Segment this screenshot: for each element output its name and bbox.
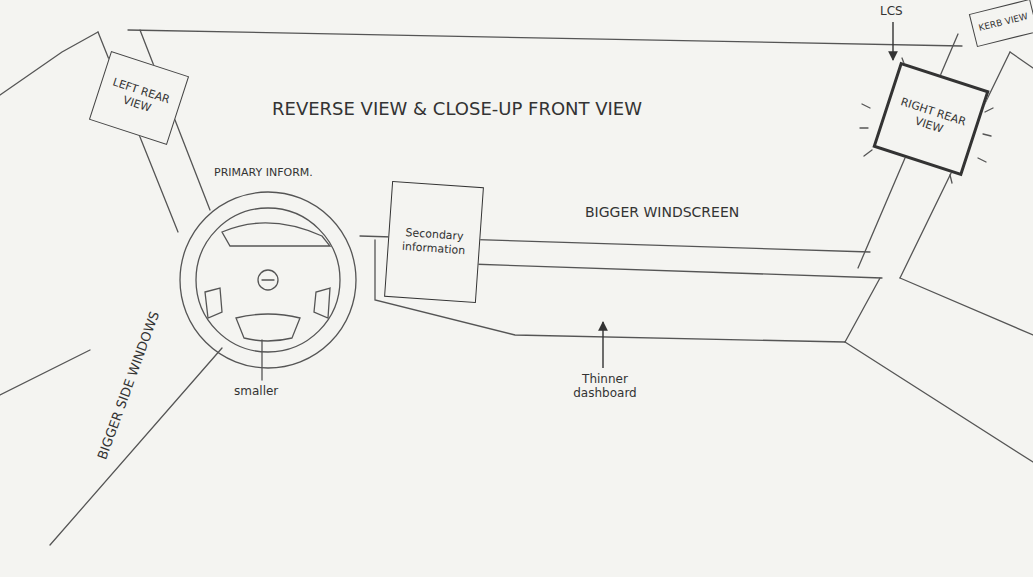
node-text: LEFT REAR VIEW [97, 73, 182, 124]
wheel-hub [258, 270, 278, 290]
wheel-button [236, 314, 300, 341]
wheel-hub [262, 279, 274, 280]
right-pillar [1010, 52, 1033, 68]
steering-wheel [196, 208, 340, 352]
note-label: Thinner dashboard [560, 372, 650, 400]
mirror-screen: LEFT REAR VIEW [89, 51, 189, 145]
right-door [845, 342, 1033, 462]
note-label: BIGGER SIDE WINDOWS [94, 309, 162, 461]
left-window-top [0, 32, 98, 95]
leader-line [261, 340, 262, 380]
dashboard-arrow [602, 322, 603, 368]
info-display: Secondary information [384, 181, 484, 303]
windscreen-top [128, 30, 962, 46]
node-text: KERB VIEW [978, 11, 1030, 34]
primary-display [222, 223, 330, 246]
note-label: smaller [234, 384, 278, 398]
wheel-button [314, 288, 330, 318]
steering-wheel [180, 192, 356, 368]
node-text: Secondary information [388, 225, 480, 259]
lcs-arrow [892, 22, 893, 60]
mirror-screen: RIGHT REAR VIEW [872, 62, 989, 177]
note-label: BIGGER WINDSCREEN [585, 204, 739, 220]
camera-screen: KERB VIEW [969, 0, 1033, 47]
note-label: PRIMARY INFORM. [214, 166, 313, 179]
wheel-button [205, 288, 222, 318]
callout-label: LCS [880, 4, 903, 18]
node-text: RIGHT REAR VIEW [885, 92, 977, 145]
dashboard-line [470, 264, 882, 278]
view-label: REVERSE VIEW & CLOSE-UP FRONT VIEW [272, 98, 642, 119]
right-door [900, 278, 1033, 335]
left-door [0, 350, 90, 395]
right-door [845, 278, 880, 342]
glow-mark [860, 58, 993, 183]
